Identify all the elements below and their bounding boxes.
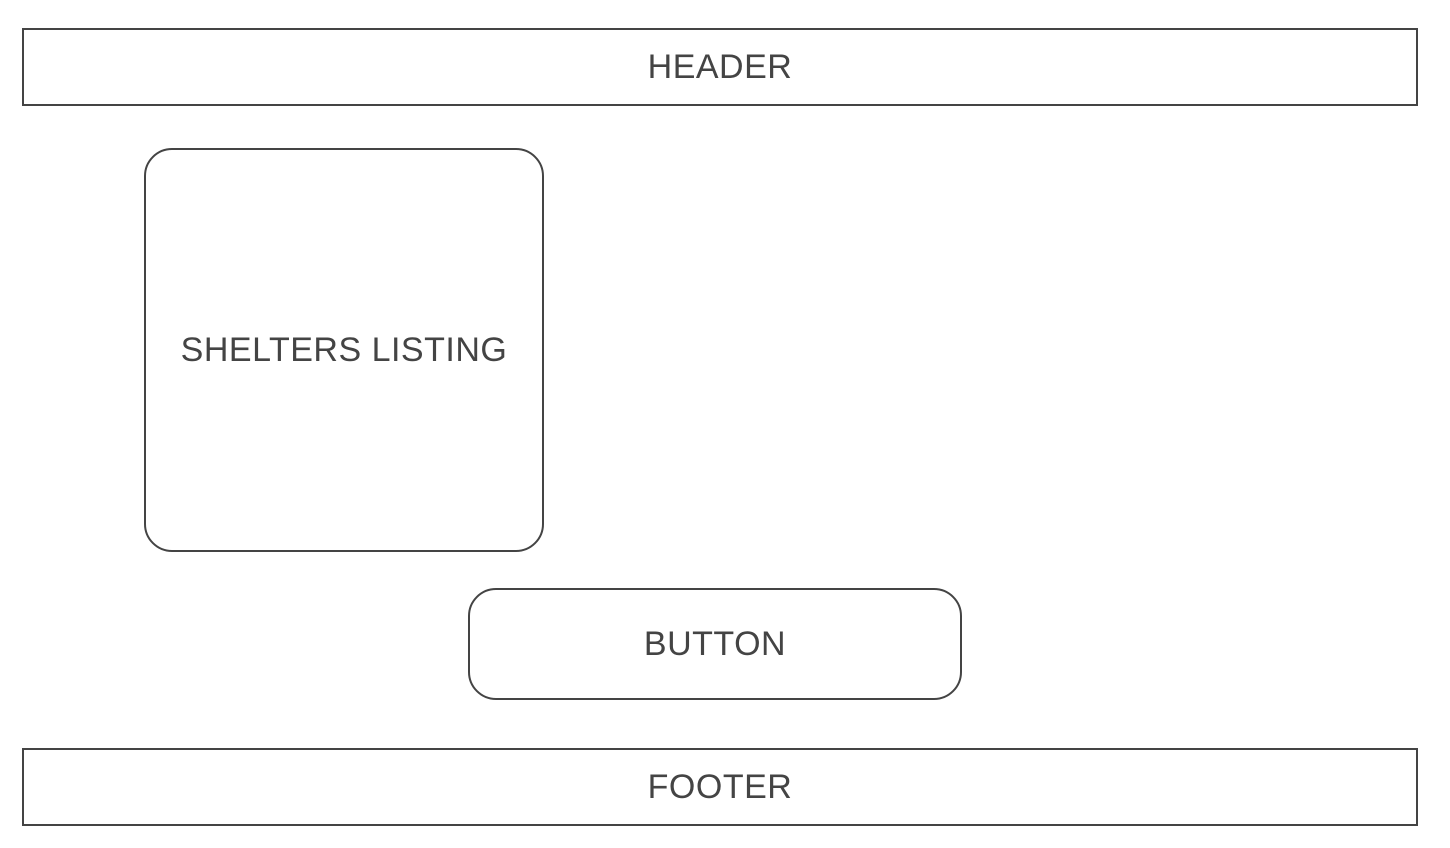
shelters-listing-block[interactable]: SHELTERS LISTING	[144, 148, 544, 552]
button-label: BUTTON	[643, 624, 787, 663]
header-block: HEADER	[22, 28, 1418, 106]
primary-button[interactable]: BUTTON	[468, 588, 962, 700]
footer-block: FOOTER	[22, 748, 1418, 826]
header-label: HEADER	[647, 47, 793, 86]
footer-label: FOOTER	[647, 767, 793, 806]
shelters-listing-label: SHELTERS LISTING	[180, 330, 508, 369]
